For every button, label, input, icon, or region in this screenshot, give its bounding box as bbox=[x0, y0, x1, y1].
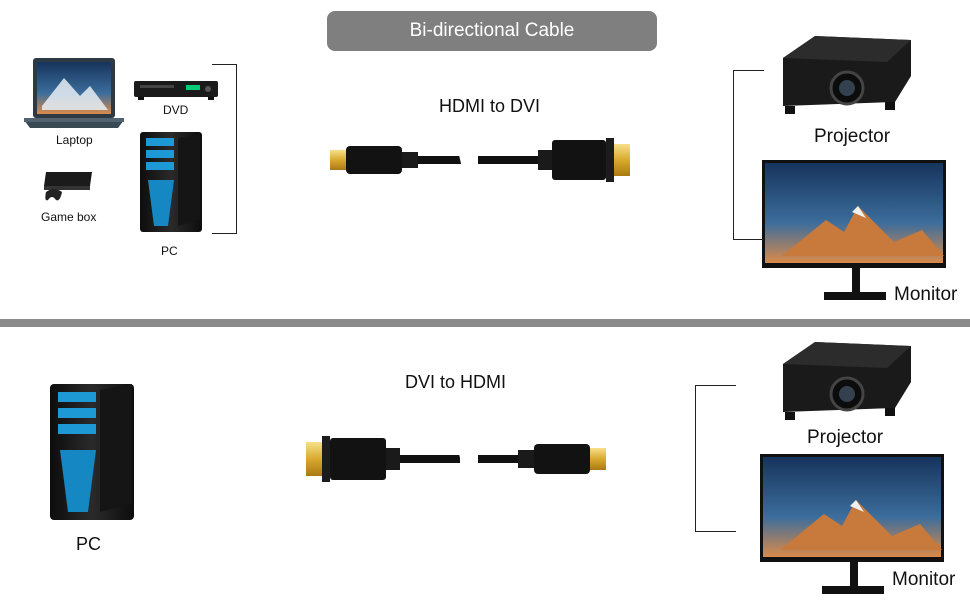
projector-image-bottom bbox=[775, 338, 915, 424]
hdmi-to-dvi-cable-image bbox=[328, 132, 634, 188]
dvd-player-image bbox=[134, 79, 218, 101]
monitor-label-top: Monitor bbox=[894, 284, 958, 305]
projector-label-top: Projector bbox=[814, 126, 891, 147]
pc-tower-image bbox=[138, 130, 210, 238]
displays-bracket bbox=[733, 70, 764, 240]
projector-label-bottom: Projector bbox=[807, 427, 884, 448]
monitor-label-bottom: Monitor bbox=[892, 569, 956, 590]
section-divider bbox=[0, 319, 970, 327]
cable-label-hdmi-to-dvi: HDMI to DVI bbox=[439, 96, 541, 116]
pc-label-top: PC bbox=[161, 244, 178, 258]
pc-tower-image-bottom bbox=[46, 380, 142, 528]
laptop-label: Laptop bbox=[56, 133, 93, 147]
game-box-label: Game box bbox=[41, 210, 97, 224]
cable-label-dvi-to-hdmi: DVI to HDMI bbox=[405, 372, 507, 392]
laptop-image bbox=[24, 56, 124, 132]
displays-bracket-bottom bbox=[695, 385, 736, 532]
monitor-image bbox=[762, 160, 946, 302]
monitor-image-bottom bbox=[760, 454, 944, 596]
dvi-to-hdmi-cable-image bbox=[302, 428, 610, 490]
sources-bracket bbox=[212, 64, 237, 234]
projector-image bbox=[775, 32, 915, 118]
dvd-label: DVD bbox=[163, 103, 189, 117]
bi-directional-banner: Bi-directional Cable bbox=[327, 11, 657, 51]
pc-label-bottom: PC bbox=[76, 534, 102, 554]
game-box-image bbox=[40, 168, 94, 204]
